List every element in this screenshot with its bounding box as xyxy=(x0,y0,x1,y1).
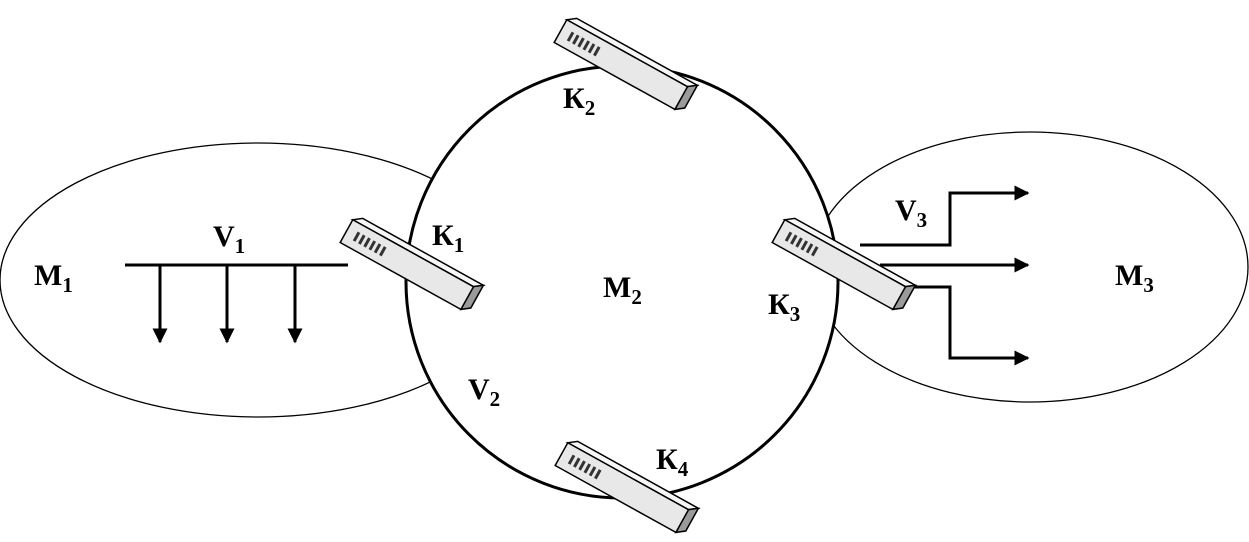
label-m2: M2 xyxy=(603,271,642,309)
label-v2: V2 xyxy=(468,373,500,411)
label-v3: V3 xyxy=(895,194,927,232)
flow-v3-lines xyxy=(860,185,1030,366)
label-k2: К2 xyxy=(563,82,595,120)
label-m3: M3 xyxy=(1115,259,1154,297)
label-k3: К3 xyxy=(768,288,800,326)
label-v1: V1 xyxy=(213,220,245,258)
label-k4: К4 xyxy=(656,443,689,481)
flow-v1-lines xyxy=(125,263,348,344)
label-k1: К1 xyxy=(432,219,464,257)
label-m1: M1 xyxy=(34,259,73,297)
